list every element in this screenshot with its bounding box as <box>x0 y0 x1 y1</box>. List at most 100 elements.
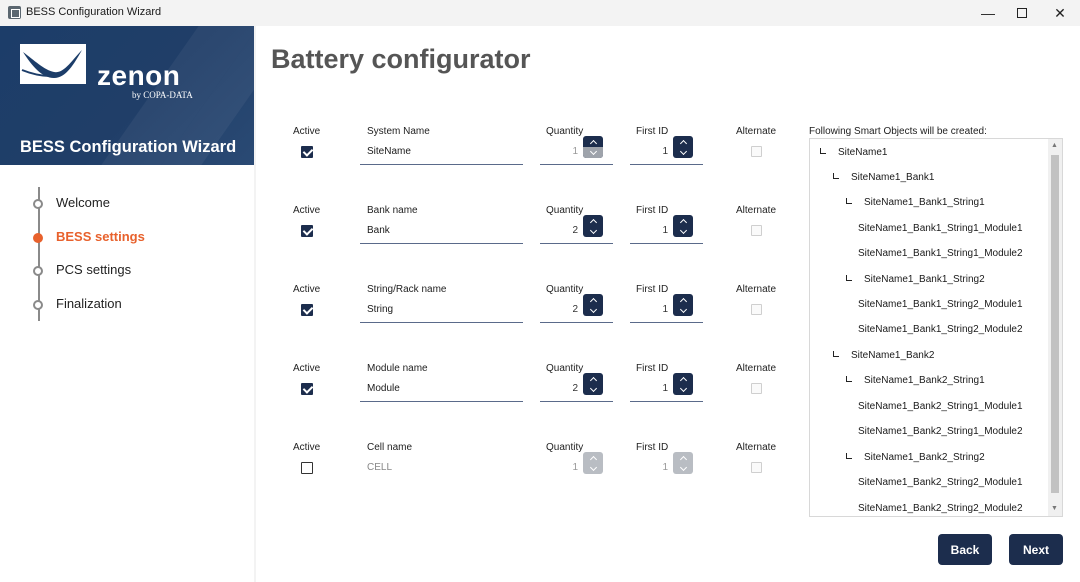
first-id-stepper[interactable]: 1 <box>630 215 703 244</box>
expander-icon[interactable] <box>820 148 826 154</box>
tree-item[interactable]: SiteName1 <box>820 147 887 163</box>
expander-icon[interactable] <box>833 173 839 179</box>
chevron-up-icon <box>589 455 597 463</box>
quantity-spinner[interactable] <box>583 136 603 158</box>
tree-item[interactable]: SiteName1_Bank1_String1 <box>846 197 985 213</box>
cell-name-field[interactable] <box>360 454 523 481</box>
increment-button[interactable] <box>583 215 603 226</box>
alternate-checkbox[interactable] <box>751 304 762 315</box>
active-checkbox[interactable] <box>301 383 313 395</box>
quantity-spinner[interactable] <box>583 215 603 237</box>
decrement-button[interactable] <box>583 147 603 158</box>
alternate-checkbox[interactable] <box>751 225 762 236</box>
tree-item[interactable]: SiteName1_Bank1_String2_Module2 <box>858 324 1023 335</box>
scroll-down-icon[interactable]: ▼ <box>1051 505 1058 512</box>
decrement-button[interactable] <box>583 463 603 474</box>
tree-item[interactable]: SiteName1_Bank1_String1_Module2 <box>858 248 1023 259</box>
first-id-spinner[interactable] <box>673 452 693 474</box>
bank-name-input[interactable] <box>367 225 517 236</box>
decrement-button[interactable] <box>673 147 693 158</box>
first-id-stepper[interactable]: 1 <box>630 373 703 402</box>
alternate-checkbox[interactable] <box>751 383 762 394</box>
increment-button[interactable] <box>673 136 693 147</box>
alternate-checkbox[interactable] <box>751 462 762 473</box>
tree-item[interactable]: SiteName1_Bank2 <box>833 350 934 366</box>
expander-icon[interactable] <box>846 275 852 281</box>
increment-button[interactable] <box>673 373 693 384</box>
system-name-field[interactable] <box>360 138 523 165</box>
tree-item[interactable]: SiteName1_Bank2_String2_Module1 <box>858 477 1023 488</box>
scrollbar-thumb[interactable] <box>1051 155 1059 493</box>
maximize-button[interactable] <box>1004 0 1040 26</box>
decrement-button[interactable] <box>673 226 693 237</box>
decrement-button[interactable] <box>673 463 693 474</box>
cell-name-input[interactable] <box>367 462 517 473</box>
tree-item[interactable]: SiteName1_Bank1_String2 <box>846 274 985 290</box>
string-name-field[interactable] <box>360 296 523 323</box>
back-button[interactable]: Back <box>938 534 992 565</box>
first-id-spinner[interactable] <box>673 294 693 316</box>
increment-button[interactable] <box>583 452 603 463</box>
quantity-stepper[interactable]: 2 <box>540 294 613 323</box>
first-id-stepper[interactable]: 1 <box>630 452 703 481</box>
active-checkbox[interactable] <box>301 225 313 237</box>
expander-icon[interactable] <box>833 351 839 357</box>
decrement-button[interactable] <box>673 384 693 395</box>
tree-label: Following Smart Objects will be created: <box>809 126 987 137</box>
tree-item[interactable]: SiteName1_Bank2_String2 <box>846 452 985 468</box>
decrement-button[interactable] <box>673 305 693 316</box>
first-id-stepper[interactable]: 1 <box>630 294 703 323</box>
first-id-spinner[interactable] <box>673 136 693 158</box>
chevron-up-icon <box>589 376 597 384</box>
decrement-button[interactable] <box>583 226 603 237</box>
tree-item[interactable]: SiteName1_Bank2_String2_Module2 <box>858 503 1023 514</box>
decrement-button[interactable] <box>583 384 603 395</box>
step-label: Finalization <box>56 296 122 311</box>
quantity-spinner[interactable] <box>583 373 603 395</box>
smart-objects-tree[interactable]: SiteName1 SiteName1_Bank1 SiteName1_Bank… <box>809 138 1063 517</box>
first-id-spinner[interactable] <box>673 373 693 395</box>
chevron-down-icon <box>679 226 687 234</box>
tree-item[interactable]: SiteName1_Bank1_String2_Module1 <box>858 299 1023 310</box>
close-button[interactable]: ✕ <box>1054 4 1066 21</box>
active-checkbox[interactable] <box>301 304 313 316</box>
string-name-input[interactable] <box>367 304 517 315</box>
quantity-label: Quantity <box>546 284 584 295</box>
quantity-spinner[interactable] <box>583 294 603 316</box>
alternate-checkbox[interactable] <box>751 146 762 157</box>
quantity-stepper[interactable]: 2 <box>540 373 613 402</box>
first-id-value: 1 <box>662 146 668 157</box>
first-id-spinner[interactable] <box>673 215 693 237</box>
increment-button[interactable] <box>673 452 693 463</box>
tree-scrollbar[interactable]: ▲ ▼ <box>1048 139 1062 516</box>
increment-button[interactable] <box>583 373 603 384</box>
expander-icon[interactable] <box>846 198 852 204</box>
increment-button[interactable] <box>583 136 603 147</box>
name-label: System Name <box>367 126 430 137</box>
bank-name-field[interactable] <box>360 217 523 244</box>
increment-button[interactable] <box>583 294 603 305</box>
next-button[interactable]: Next <box>1009 534 1063 565</box>
system-name-input[interactable] <box>367 146 517 157</box>
active-checkbox[interactable] <box>301 146 313 158</box>
module-name-input[interactable] <box>367 383 517 394</box>
quantity-stepper[interactable]: 1 <box>540 136 613 165</box>
tree-item[interactable]: SiteName1_Bank2_String1_Module1 <box>858 401 1023 412</box>
expander-icon[interactable] <box>846 453 852 459</box>
tree-item[interactable]: SiteName1_Bank2_String1 <box>846 375 985 391</box>
decrement-button[interactable] <box>583 305 603 316</box>
tree-item[interactable]: SiteName1_Bank1 <box>833 172 934 188</box>
first-id-stepper[interactable]: 1 <box>630 136 703 165</box>
quantity-stepper[interactable]: 1 <box>540 452 613 481</box>
increment-button[interactable] <box>673 215 693 226</box>
tree-item[interactable]: SiteName1_Bank1_String1_Module1 <box>858 223 1023 234</box>
scroll-up-icon[interactable]: ▲ <box>1051 142 1058 149</box>
expander-icon[interactable] <box>846 376 852 382</box>
quantity-spinner[interactable] <box>583 452 603 474</box>
minimize-button[interactable]: — <box>981 5 995 21</box>
increment-button[interactable] <box>673 294 693 305</box>
module-name-field[interactable] <box>360 375 523 402</box>
quantity-stepper[interactable]: 2 <box>540 215 613 244</box>
tree-item[interactable]: SiteName1_Bank2_String1_Module2 <box>858 426 1023 437</box>
active-checkbox[interactable] <box>301 462 313 474</box>
